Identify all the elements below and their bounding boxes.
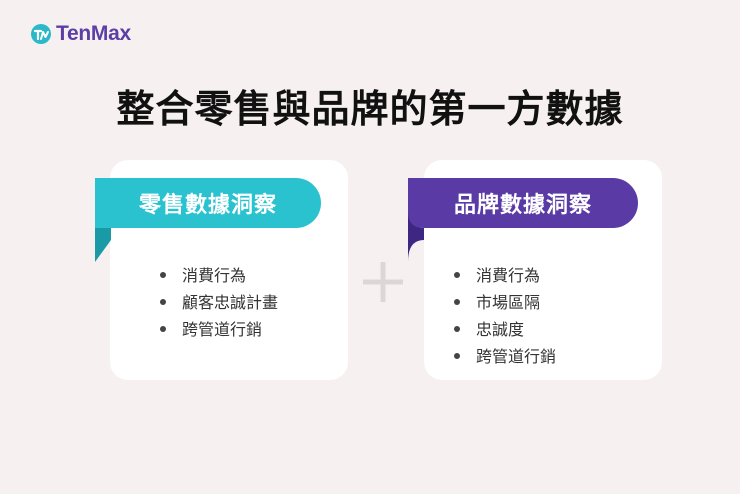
brand-list: 消費行為 市場區隔 忠誠度 跨管道行銷 <box>454 262 556 370</box>
brand-logo: TenMax <box>30 22 131 46</box>
list-item: 跨管道行銷 <box>160 316 278 343</box>
ribbon-shape <box>408 178 638 262</box>
list-item: 跨管道行銷 <box>454 343 556 370</box>
list-item: 市場區隔 <box>454 289 556 316</box>
brand-heading: 品牌數據洞察 <box>453 193 592 218</box>
brand-ribbon: 品牌數據洞察 <box>408 178 638 262</box>
list-item: 消費行為 <box>454 262 556 289</box>
plus-icon <box>363 262 403 302</box>
brand-name: TenMax <box>56 22 131 45</box>
retail-heading: 零售數據洞察 <box>138 193 277 218</box>
list-item: 消費行為 <box>160 262 278 289</box>
retail-list: 消費行為 顧客忠誠計畫 跨管道行銷 <box>160 262 278 343</box>
ribbon-shape <box>95 178 321 262</box>
tenmax-logo-icon <box>31 24 51 44</box>
retail-ribbon: 零售數據洞察 <box>95 178 321 262</box>
list-item: 忠誠度 <box>454 316 556 343</box>
page-title: 整合零售與品牌的第一方數據 <box>116 87 624 131</box>
list-item: 顧客忠誠計畫 <box>160 289 278 316</box>
